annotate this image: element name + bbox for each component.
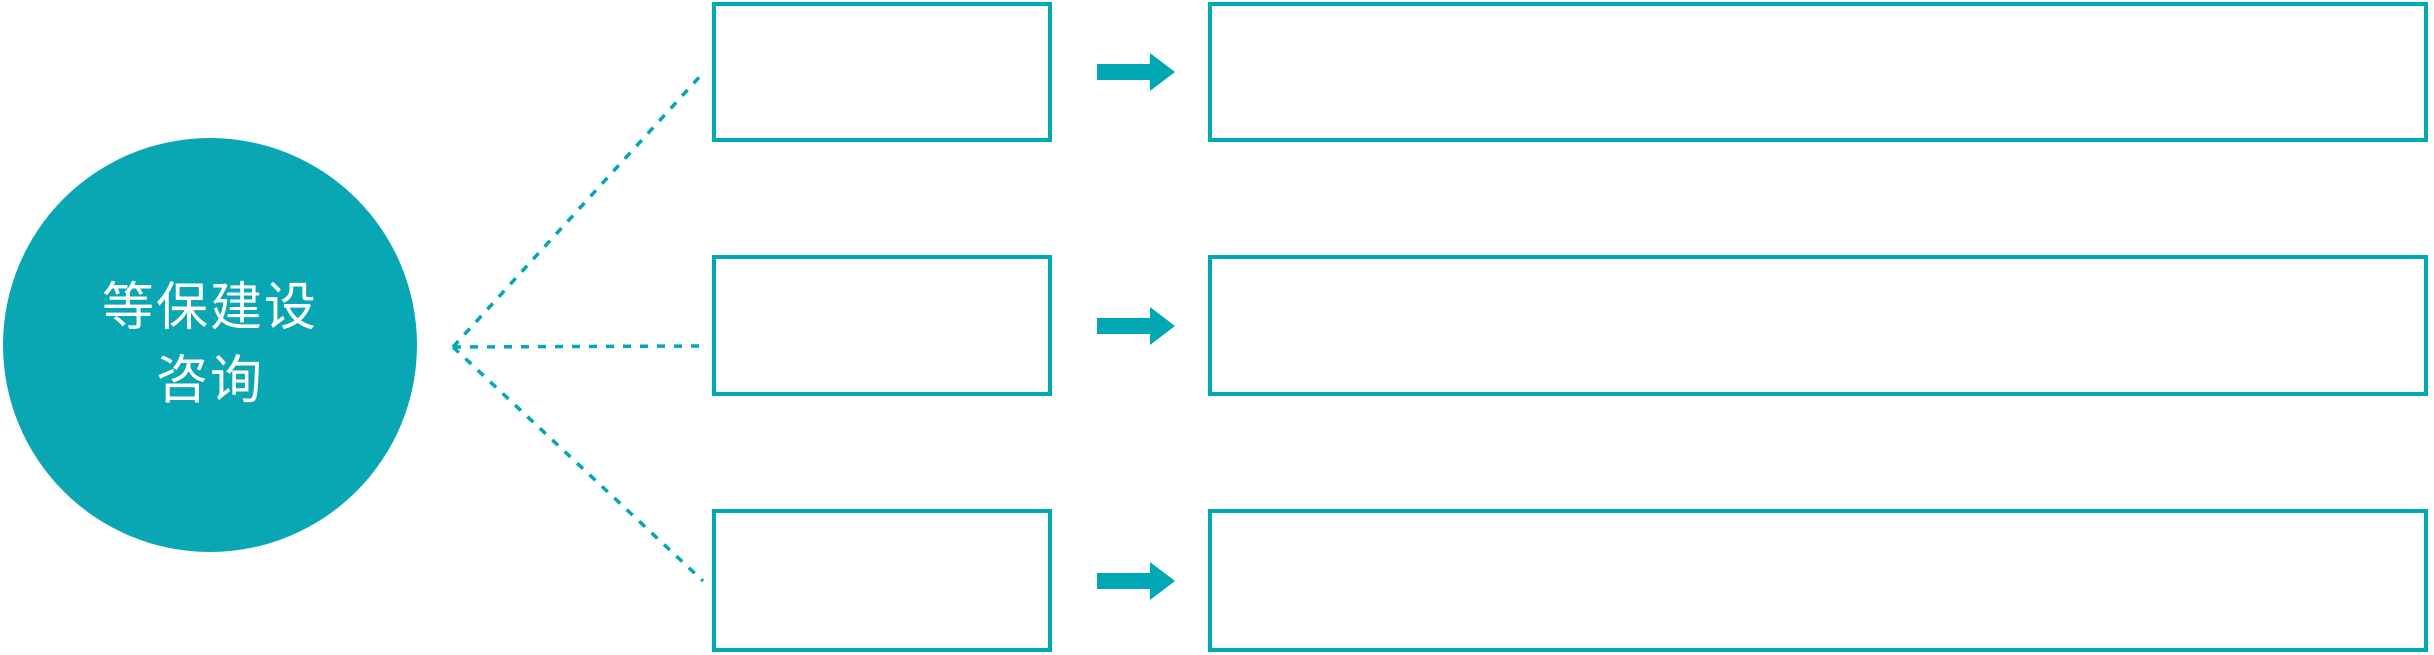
description-box-2 bbox=[1208, 255, 2428, 396]
right-arrow-icon bbox=[1097, 53, 1175, 91]
stage-box-1 bbox=[712, 2, 1052, 142]
right-arrow-icon bbox=[1097, 561, 1175, 600]
stage-box-3 bbox=[712, 509, 1052, 652]
center-node-label-line2: 咨询 bbox=[155, 351, 264, 411]
connector-line-top bbox=[451, 71, 705, 349]
connector-line-bottom bbox=[451, 345, 705, 583]
right-arrow-icon bbox=[1097, 306, 1175, 345]
description-box-1 bbox=[1208, 2, 2428, 142]
diagram-row-3 bbox=[0, 509, 2434, 652]
center-node-label-line1: 等保建设 bbox=[101, 278, 318, 338]
diagram-row-2 bbox=[0, 255, 2434, 396]
diagram-row-1 bbox=[0, 2, 2434, 142]
connector-line-middle bbox=[452, 344, 701, 349]
description-box-3 bbox=[1208, 509, 2428, 652]
center-node-circle: 等保建设 咨询 bbox=[3, 138, 417, 552]
stage-box-2 bbox=[712, 255, 1052, 396]
